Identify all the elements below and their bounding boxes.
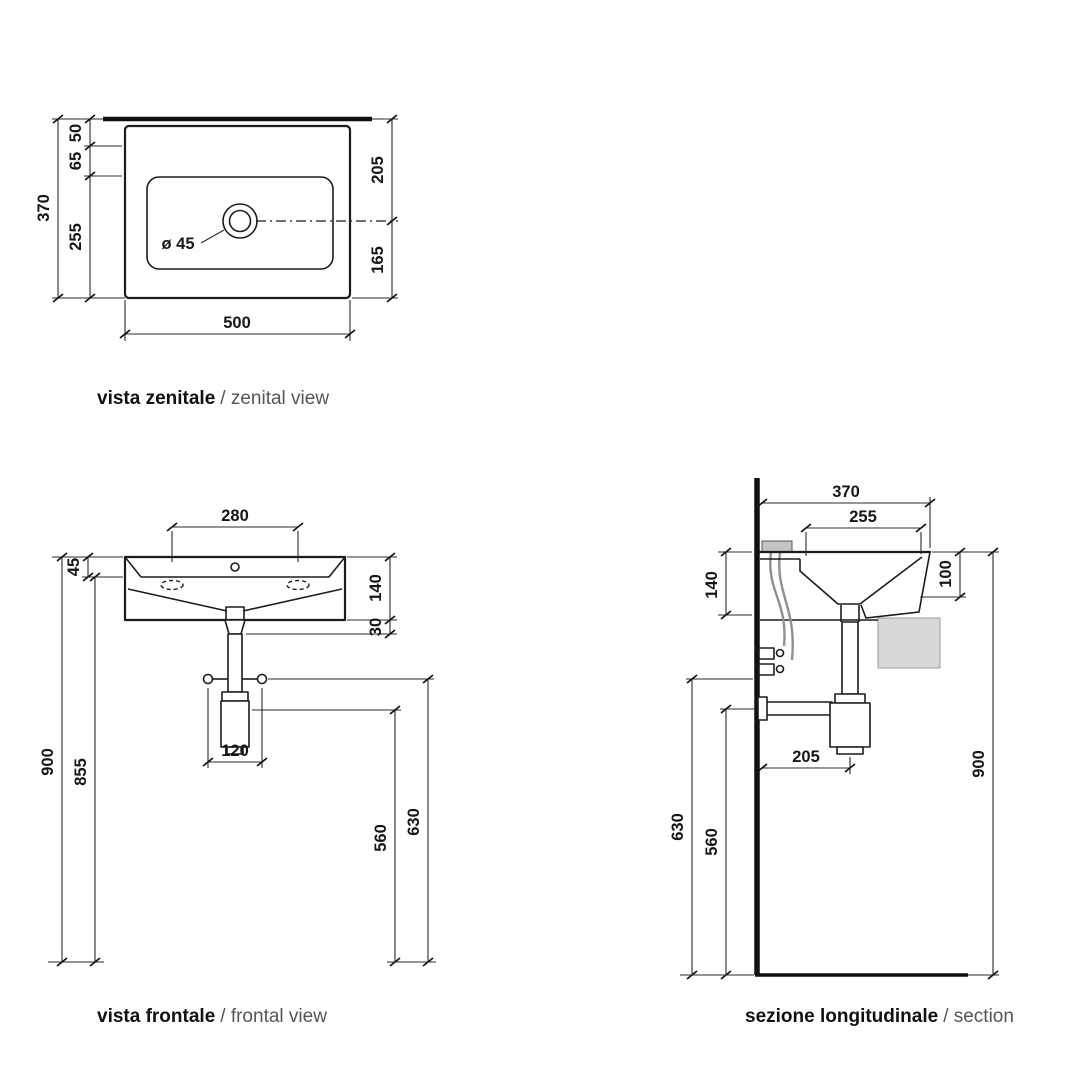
dim-label-section-255: 255	[849, 508, 877, 526]
dimension-frontal-left: 45 900 855	[39, 552, 123, 967]
dim-label-205: 205	[369, 156, 387, 184]
waste-outlet-pipe	[759, 701, 833, 716]
dimension-zenital-right-chain: 205 165	[352, 114, 398, 303]
dimension-frontal-280: 280	[166, 507, 304, 562]
dim-label-50: 50	[67, 124, 85, 142]
dimension-section-top: 370 255	[756, 483, 936, 556]
angle-valve-2	[758, 663, 775, 676]
dim-label-30: 30	[367, 618, 385, 636]
frontal-basin-outline	[123, 555, 347, 622]
dim-label-630: 630	[405, 808, 423, 836]
dim-label-120: 120	[221, 742, 249, 760]
dimension-section-205: 205	[756, 748, 856, 774]
dim-label-900: 900	[39, 748, 57, 776]
trap-nut-section	[834, 693, 866, 704]
bowl-outer-profile	[860, 551, 931, 619]
frontal-view: 280 45 900 855 140 30	[39, 507, 436, 1027]
trap-cap-section	[836, 746, 864, 755]
dim-label-65: 65	[67, 152, 85, 170]
section-basin-profile	[758, 550, 932, 622]
dimension-section-left: 140 630 560	[669, 547, 755, 980]
basin-front-rect	[123, 555, 347, 622]
bowl-inner-profile	[799, 556, 923, 605]
basin-bowl-rect	[146, 176, 334, 270]
drain-front	[225, 606, 245, 621]
dimension-frontal-120: 120	[202, 688, 268, 768]
drain-hole-outer	[222, 203, 258, 239]
dimension-section-right: 100 900	[920, 547, 999, 980]
drain-hole-inner	[228, 209, 252, 233]
frontal-view-title: vista frontale/ frontal view	[97, 1006, 327, 1027]
drain-flange	[224, 619, 246, 635]
dim-label-140: 140	[367, 574, 385, 602]
dim-label-855: 855	[72, 758, 90, 786]
dim-label-section-100: 100	[937, 560, 955, 588]
basin-outer-rect	[123, 124, 352, 300]
tailpipe	[227, 633, 243, 693]
dim-label-section-140: 140	[703, 571, 721, 599]
tap-hole	[230, 562, 240, 572]
section-plumbing	[757, 540, 941, 755]
overflow-hole-left	[160, 579, 184, 591]
bottle-trap	[220, 700, 250, 748]
dim-label-370: 370	[35, 194, 53, 222]
dimension-zenital-370: 370	[35, 114, 64, 303]
dim-label-255: 255	[67, 223, 85, 251]
dim-label-280: 280	[221, 507, 249, 525]
tap-base-block	[761, 540, 793, 553]
trap-nut	[221, 691, 249, 702]
dim-label-165: 165	[369, 246, 387, 274]
fixing-bolt-left	[202, 673, 214, 685]
supply-hose-1	[769, 551, 786, 647]
dim-label-section-900: 900	[970, 750, 988, 778]
wall-flange	[757, 696, 768, 721]
zenital-basin-outline: ø 45	[103, 116, 398, 300]
bottle-trap-section	[829, 702, 871, 748]
angle-valve-1	[758, 647, 775, 660]
zenital-view-title: vista zenitale/ zenital view	[97, 388, 329, 409]
section-view: 370 255 140 630 560	[669, 478, 1014, 1027]
support-block	[877, 617, 941, 669]
dim-label-section-205: 205	[792, 748, 820, 766]
zenital-view: ø 45 50 65 255 370 205 165	[35, 114, 398, 409]
dim-label-500: 500	[223, 314, 251, 332]
drain-leader-line	[200, 229, 225, 244]
dim-label-section-630: 630	[669, 813, 687, 841]
dim-label-45: 45	[65, 558, 83, 576]
dimension-frontal-right: 140 30 630 560	[246, 552, 436, 967]
dim-label-section-370: 370	[832, 483, 860, 501]
dimension-zenital-500: 500	[119, 300, 356, 341]
dim-label-section-560: 560	[703, 828, 721, 856]
dim-label-560: 560	[372, 824, 390, 852]
section-view-title: sezione longitudinale/ section	[745, 1006, 1014, 1027]
dimension-zenital-left-chain: 50 65 255	[52, 114, 125, 303]
tailpipe-section	[841, 621, 859, 695]
trap-cap	[226, 746, 244, 755]
overflow-hole-right	[286, 579, 310, 591]
fixing-bolt-right	[256, 673, 268, 685]
frontal-trap-assembly	[202, 619, 268, 755]
dim-label-drain-diameter: ø 45	[161, 235, 194, 253]
supply-hose-2	[778, 551, 794, 661]
